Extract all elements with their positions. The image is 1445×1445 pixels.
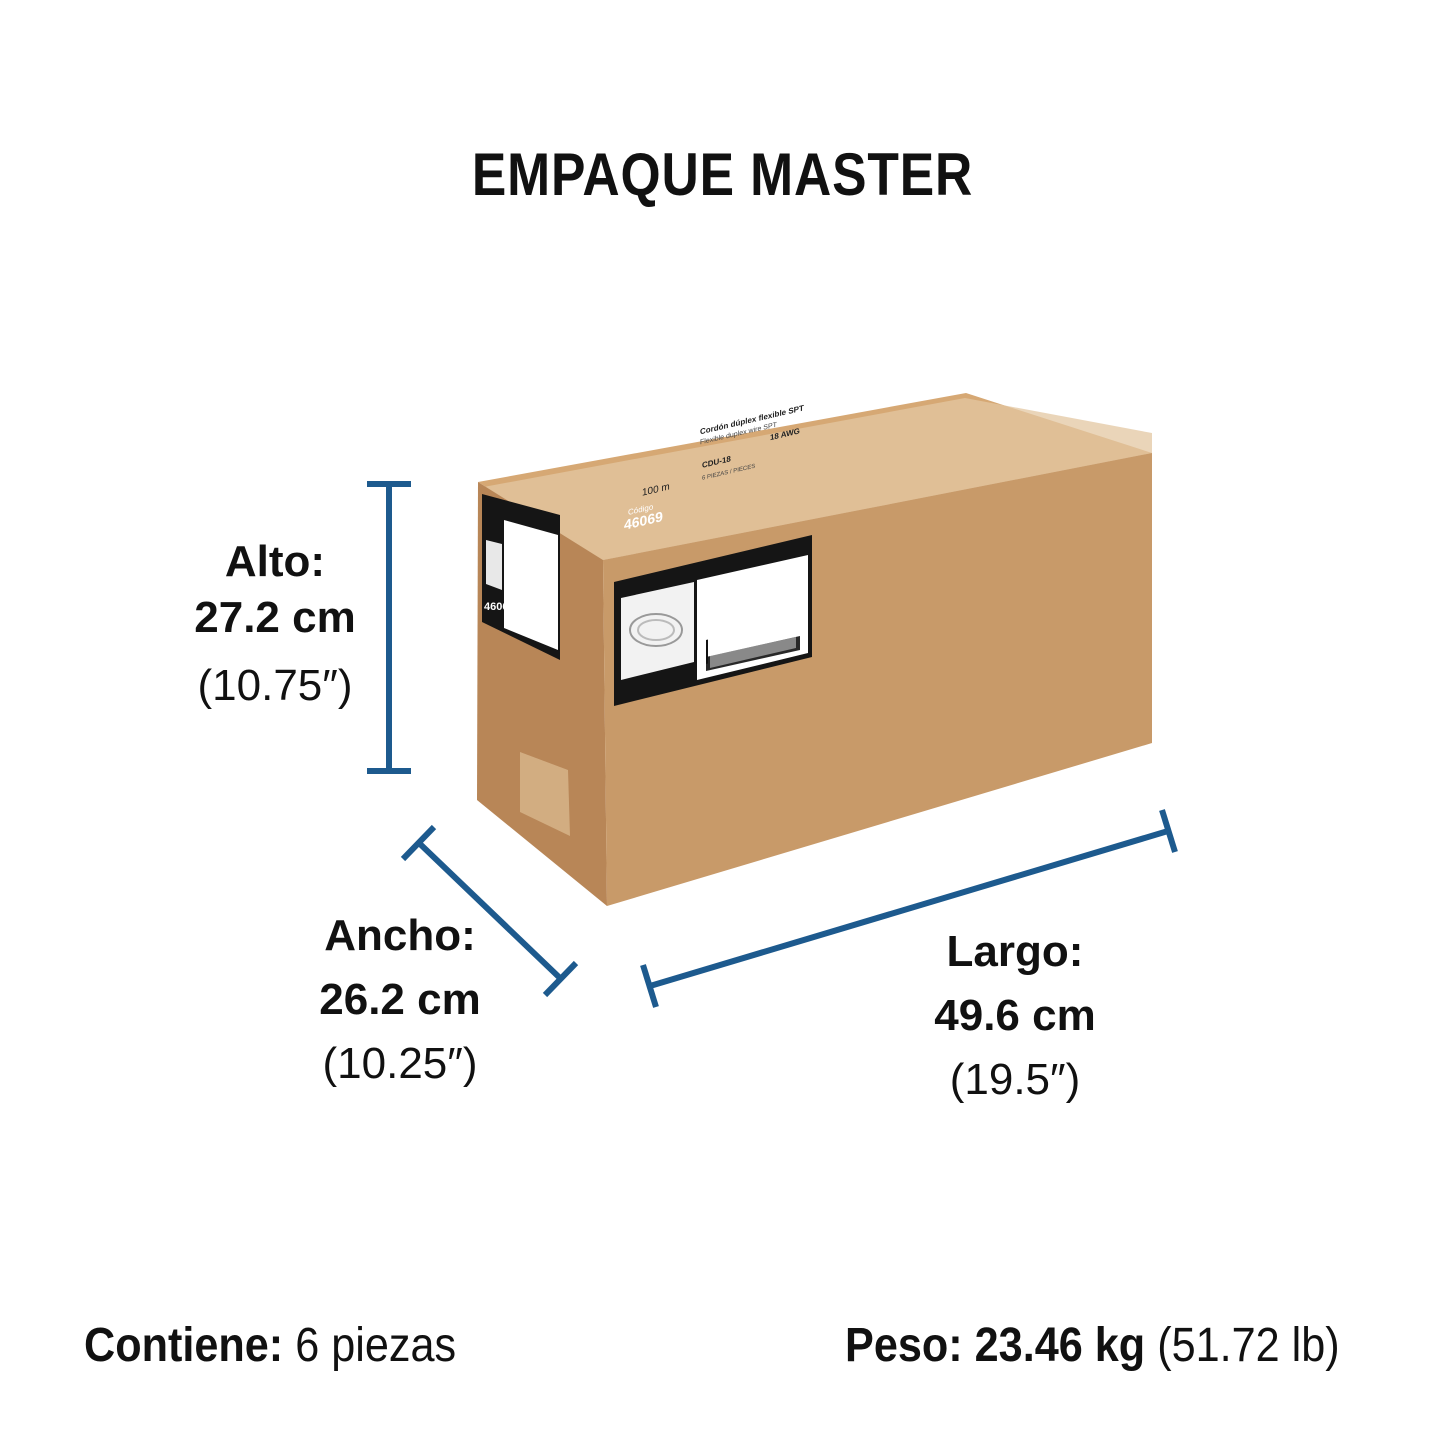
side-product-label: 46069 <box>482 494 560 660</box>
alto-dimension-line <box>367 481 411 774</box>
svg-text:46069: 46069 <box>484 601 515 613</box>
ancho-metric: 26.2 cm <box>319 975 481 1024</box>
weight-value: 23.46 kg <box>974 1319 1146 1372</box>
ancho-dimension: Ancho: 26.2 cm (10.25″) <box>290 914 510 1086</box>
largo-metric: 49.6 cm <box>934 991 1096 1040</box>
contents-value: 6 piezas <box>295 1319 457 1372</box>
largo-label: Largo: <box>946 927 1084 976</box>
alto-metric: 27.2 cm <box>194 593 356 642</box>
ancho-imperial: (10.25″) <box>322 1039 478 1088</box>
box-side-patch <box>520 752 570 836</box>
box-tape <box>478 398 1152 560</box>
weight-label: Peso: <box>845 1319 963 1372</box>
contents-info: Contiene: 6 piezas <box>84 1318 456 1373</box>
alto-dimension: Alto: 27.2 cm (10.75″) <box>170 540 380 708</box>
ancho-dimension-line <box>400 824 579 998</box>
label-brand: VOLTECK <box>705 392 757 416</box>
largo-imperial: (19.5″) <box>949 1055 1081 1104</box>
alto-imperial: (10.75″) <box>197 661 353 710</box>
weight-info: Peso: 23.46 kg (51.72 lb) <box>845 1318 1340 1373</box>
page-title: EMPAQUE MASTER <box>471 141 974 208</box>
contents-label: Contiene: <box>84 1319 284 1372</box>
largo-dimension-line <box>640 809 1178 1008</box>
ancho-label: Ancho: <box>324 911 476 960</box>
alto-label: Alto: <box>224 537 326 586</box>
largo-dimension: Largo: 49.6 cm (19.5″) <box>905 930 1125 1102</box>
weight-imperial: (51.72 lb) <box>1157 1319 1340 1372</box>
